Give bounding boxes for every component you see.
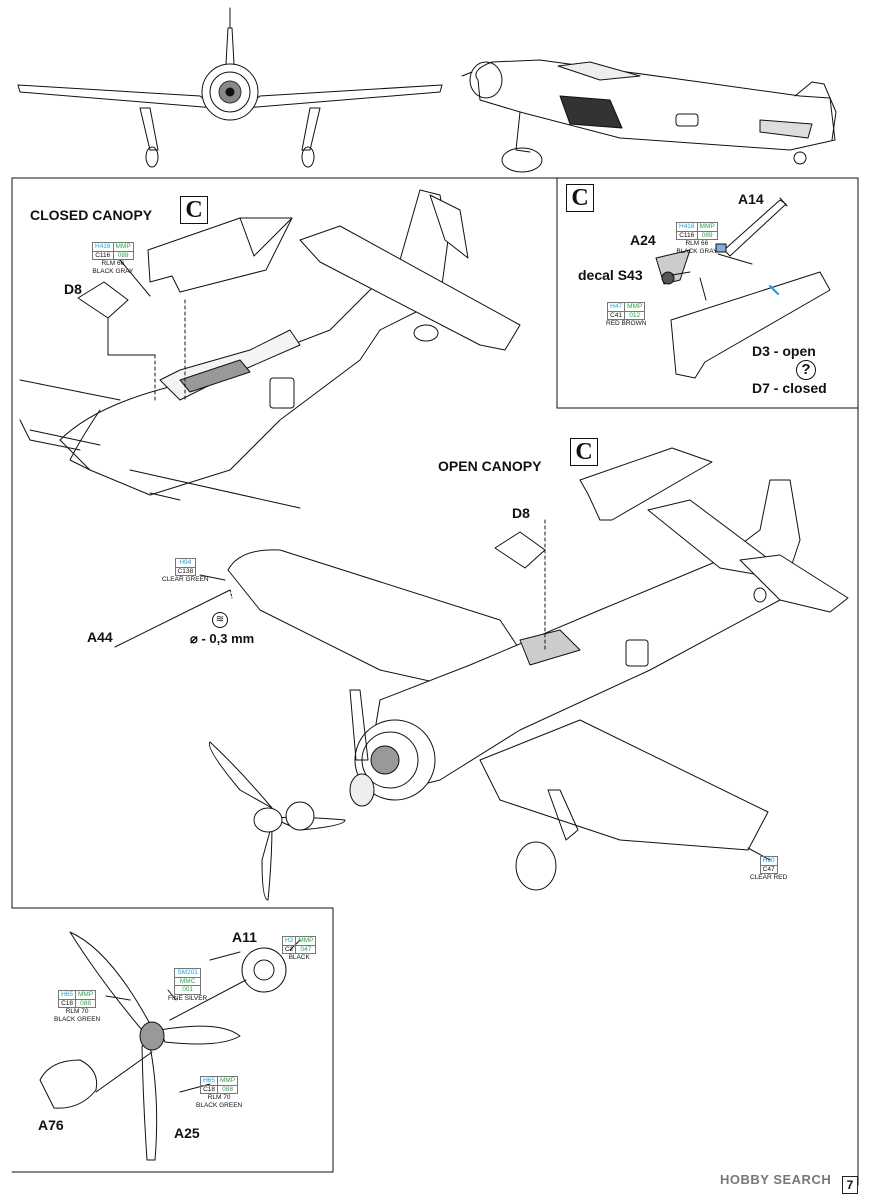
propeller-inset	[11, 907, 334, 1173]
paint-h-code: H90	[759, 856, 778, 866]
silver-paint-callout: SM201 MMC 001 FINE SILVER	[168, 968, 207, 1002]
front-view-aircraft	[17, 7, 443, 168]
paint-c-code: C116	[92, 250, 114, 260]
paint-mmp-label: MMP	[696, 222, 718, 232]
paint-sm-code: SM201	[174, 968, 201, 978]
drill-icon: ≋	[212, 612, 228, 628]
paint-rlm-name: RLM 70	[207, 1094, 231, 1101]
paint-h-code: H65	[58, 990, 76, 1000]
paint-c-code: C2	[281, 944, 297, 954]
paint-c-code: C47	[759, 864, 778, 874]
paint-color-name: BLACK GREEN	[54, 1015, 101, 1023]
paint-color-name: RED BROWN	[606, 320, 647, 327]
paint-rlm-name: RLM 66	[685, 240, 709, 247]
page-number: 7	[842, 1176, 858, 1194]
paint-color-name: BLACK GREEN	[196, 1101, 243, 1109]
paint-h-code: H65	[200, 1076, 218, 1086]
inset-d7-closed: D7 - closed	[752, 380, 827, 396]
inset-box-letter: C	[566, 184, 594, 212]
drill-diameter-label: ⌀ - 0,3 mm	[190, 631, 255, 646]
open-canopy-title: OPEN CANOPY	[438, 458, 542, 474]
paint-m-code: 089	[112, 250, 134, 260]
paint-color-name: BLACK GRAY	[676, 247, 718, 255]
watermark: HOBBY SEARCH	[720, 1172, 832, 1187]
paint-rlm-name: RLM 66	[101, 260, 125, 267]
closed-canopy-part-d8: D8	[64, 281, 82, 297]
paint-h-code: H94	[174, 558, 197, 568]
paint-h-code: H47	[607, 302, 626, 312]
paint-rlm-name: RLM 70	[65, 1008, 89, 1015]
paint-h-code: H2	[281, 936, 297, 946]
closed-canopy-box-letter: C	[180, 196, 208, 224]
paint-mmp-label: MMP	[74, 990, 97, 1000]
paint-color-name: CLEAR GREEN	[162, 576, 209, 583]
paint-m-code: 089	[696, 230, 718, 240]
open-canopy-part-d8: D8	[512, 505, 530, 521]
paint-c-code: C138	[174, 566, 197, 576]
paint-mmc-code: 001	[174, 985, 201, 995]
closed-canopy-title: CLOSED CANOPY	[30, 207, 153, 223]
paint-mmp-label: MMP	[112, 242, 134, 252]
part-a76: A76	[38, 1117, 64, 1133]
paint-h-code: H416	[676, 222, 698, 232]
part-a25: A25	[174, 1125, 200, 1141]
inset-part-a24: A24	[630, 232, 656, 248]
paint-mmp-label: MMP	[216, 1076, 239, 1086]
paint-mmp-label: MMP	[624, 302, 646, 312]
paint-color-name: FINE SILVER	[168, 994, 208, 1002]
open-canopy-aircraft	[114, 447, 849, 901]
side-view-aircraft	[461, 59, 837, 173]
paint-mmc-label: MMC	[174, 976, 201, 986]
open-canopy-box-letter: C	[570, 438, 598, 466]
paint-color-name: BLACK	[288, 954, 310, 961]
closed-canopy-aircraft	[19, 189, 521, 509]
part-a44: A44	[87, 629, 113, 645]
paint-color-name: BLACK GRAY	[92, 267, 134, 275]
wing-tip-paint-callout: H94 C138 CLEAR GREEN	[162, 558, 209, 584]
question-icon: ?	[796, 360, 816, 380]
paint-m-code: 047	[295, 944, 317, 954]
paint-h-code: H416	[92, 242, 114, 252]
part-a11: A11	[232, 929, 257, 945]
paint-c-code: C41	[607, 310, 626, 320]
inset-part-a14: A14	[738, 191, 764, 207]
paint-m-code: 012	[624, 310, 646, 320]
paint-m-code: 088	[216, 1084, 239, 1094]
paint-c-code: C18	[58, 998, 76, 1008]
right-tip-paint-callout: H90 C47 CLEAR RED	[750, 856, 787, 882]
inset-decal-label: decal S43	[578, 267, 643, 283]
inset-d3-open: D3 - open	[752, 343, 816, 359]
paint-mmp-label: MMP	[295, 936, 317, 946]
paint-c-code: C116	[676, 230, 698, 240]
paint-color-name: CLEAR RED	[750, 874, 788, 881]
paint-m-code: 088	[74, 998, 97, 1008]
paint-c-code: C18	[200, 1084, 218, 1094]
